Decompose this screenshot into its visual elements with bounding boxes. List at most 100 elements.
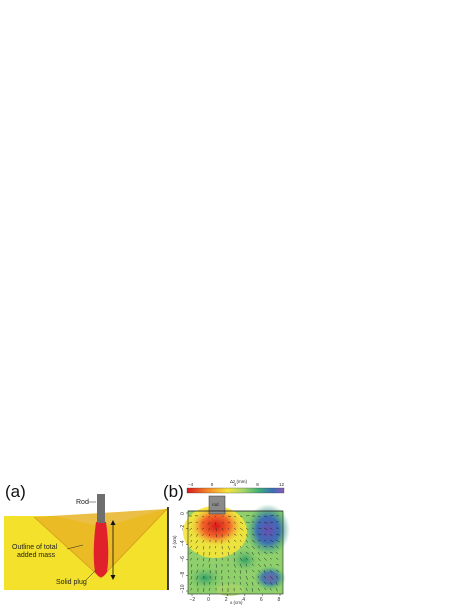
vector-arrow [257,575,260,579]
colorbar-tick-label: 0 [211,482,214,487]
vector-arrow [275,569,280,572]
vector-arrow [188,521,193,524]
vector-arrow [215,563,217,568]
vector-arrow [269,557,272,560]
vector-arrow [196,569,199,574]
solid-plug-leader [85,569,97,581]
vector-arrow [269,581,273,586]
vector-arrow [233,575,236,579]
y-axis-ticks: 0−2−4−6−8−10 [180,512,188,593]
vector-arrow [202,569,205,573]
vector-arrow [203,545,205,550]
vector-arrow [233,521,236,524]
vector-arrow [227,581,230,586]
vector-arrow [269,539,274,543]
vector-arrow [263,521,268,524]
vector-arrow [245,527,249,530]
vector-arrow [227,515,232,517]
vector-arrow [190,563,193,568]
vector-arrow [275,545,279,549]
vector-arrow [269,515,274,517]
vector-arrow [201,527,205,530]
vector-arrow [257,551,260,555]
vector-arrow [275,551,279,555]
vector-arrow [251,563,254,567]
displacement-vectors [188,515,280,592]
vector-arrow [263,569,266,574]
vector-arrow [275,581,278,586]
vector-arrow [215,575,217,580]
vector-arrow [269,563,272,567]
vector-arrow [227,521,230,524]
vector-arrow [269,569,273,574]
vector-arrow [251,575,255,579]
vector-arrow [245,533,248,537]
vector-arrow [263,587,267,591]
vector-arrow [257,533,262,535]
vector-arrow [263,557,268,561]
vector-arrow [209,533,211,537]
vector-arrow [227,533,229,537]
vector-arrow [227,545,230,550]
y-tick-label: −10 [180,584,186,593]
vector-arrow [202,557,205,562]
vector-arrow [239,545,242,548]
vector-arrow [257,527,262,529]
x-tick-label: 8 [278,597,281,603]
vector-arrow [251,569,255,573]
y-tick-label: −6 [180,556,186,562]
vector-arrow [245,581,249,586]
vector-arrow [263,551,268,554]
x-tick-label: −2 [190,597,196,603]
vector-arrow [251,581,254,586]
vector-arrow [227,575,230,579]
vector-arrow [263,515,268,517]
vector-arrow [269,551,273,554]
vector-arrow [190,587,193,591]
vector-arrow [251,533,255,536]
vector-arrow [233,563,236,568]
vector-arrow [263,527,268,530]
vector-arrow [257,557,261,562]
vector-arrow [263,563,267,568]
vector-arrow [269,575,274,580]
vector-arrow [263,545,267,548]
vector-arrow [269,545,274,548]
vector-arrow [275,557,279,560]
vector-arrow [239,539,242,542]
vector-arrow [245,569,248,574]
vector-arrow [269,527,273,530]
y-tick-label: −2 [180,525,186,531]
vector-arrow [227,551,230,556]
vector-arrow [189,557,193,561]
y-tick-label: −8 [180,571,186,577]
vector-arrow [269,533,273,537]
vector-arrow [257,521,261,524]
vector-arrow [239,587,242,591]
vector-arrow [251,551,254,555]
vector-arrow [233,569,236,573]
vector-arrow [189,581,193,586]
solid-plug-label: Solid plug [56,579,87,586]
vector-arrow [233,545,236,549]
vector-arrow [239,563,242,568]
added-mass-leader [66,544,84,550]
vector-arrow [209,581,211,585]
x-tick-label: 6 [260,597,263,603]
vector-arrow [257,563,261,567]
rod-label: Rod [76,499,89,506]
vector-arrow [209,563,211,568]
vector-arrow [275,563,280,566]
vector-arrow [189,527,193,531]
vector-arrow [221,569,223,574]
vector-arrow [208,587,211,591]
vector-arrow [215,521,217,525]
vector-arrow [197,563,199,567]
added-mass-label-2: added mass [17,552,56,559]
vector-arrow [215,551,217,555]
vector-arrow [221,527,224,531]
vector-arrow [233,527,237,530]
